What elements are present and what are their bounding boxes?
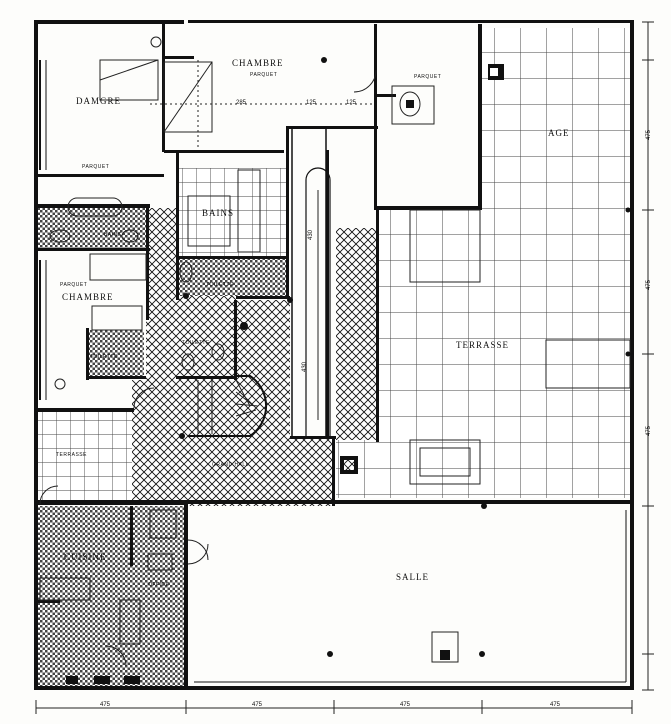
label-toilette-left: TOILETTE <box>90 354 118 360</box>
label-bains-left: BAINS <box>104 232 122 238</box>
terrace-left-tiles <box>36 412 132 500</box>
dim-right-3: 475 <box>646 425 652 436</box>
label-age: AGE <box>548 128 570 138</box>
label-bains-center: BAINS <box>202 208 234 218</box>
label-salle: SALLE <box>396 572 429 582</box>
label-grand-hall: GRAND HALL <box>212 462 249 468</box>
kitchen-tiles <box>36 506 186 686</box>
terrace-mid-tiles <box>378 210 482 498</box>
label-chambre-top: CHAMBRE <box>232 58 284 68</box>
dim-vertical-b: 430 <box>302 361 308 372</box>
ramp-crosshatch <box>336 228 376 440</box>
toilet-left-tiles <box>88 330 144 378</box>
spiral-stair <box>188 375 268 437</box>
toilet-center-tiles <box>176 256 286 296</box>
dimension-right <box>642 21 654 691</box>
columns <box>179 57 631 657</box>
dim-top-b: 125 <box>306 100 317 106</box>
label-parquet-top: PARQUET <box>250 72 277 78</box>
dim-top-c: 125 <box>346 100 357 106</box>
bath-center-tiles <box>176 168 286 256</box>
label-parquet-mid-left: PARQUET <box>60 282 87 288</box>
hall-crosshatch <box>132 208 334 506</box>
dim-bottom-2: 475 <box>252 702 263 708</box>
bath-left-tiles <box>36 208 146 250</box>
label-chambre-top-left: DAMGRE <box>76 96 121 106</box>
terrace-right-tiles <box>480 28 632 498</box>
dim-right-2: 475 <box>646 279 652 290</box>
dimension-bottom <box>35 700 633 714</box>
label-office: OFFICE <box>148 582 169 588</box>
dim-vertical-a: 430 <box>308 229 314 240</box>
label-toilette-center: TOILETTE <box>206 282 234 288</box>
dim-bottom-1: 475 <box>100 702 111 708</box>
label-chambre-mid-left: CHAMBRE <box>62 292 114 302</box>
label-parquet-top-left: PARQUET <box>82 164 109 170</box>
dim-right-1: 475 <box>646 129 652 140</box>
label-toilette-small: TOILETTE <box>182 340 210 346</box>
dim-bottom-4: 475 <box>550 702 561 708</box>
dim-bottom-3: 475 <box>400 702 411 708</box>
label-cuisine: CUISINE <box>64 552 107 562</box>
label-terrasse-left: TERRASSE <box>56 452 87 458</box>
dim-top-a: 285 <box>236 100 247 106</box>
label-terrasse-right: TERRASSE <box>456 340 509 350</box>
label-parquet-right: PARQUET <box>414 74 441 80</box>
